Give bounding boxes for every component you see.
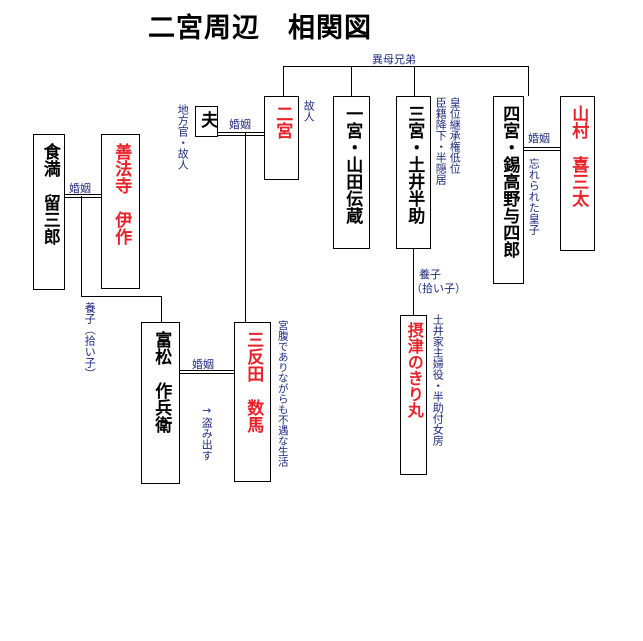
note-shinomiya: 忘れられた皇子	[527, 158, 541, 235]
label-adopted-kirimaru-1: 養子	[419, 268, 441, 281]
person-yamamura: 山村 喜三太	[560, 96, 595, 251]
person-shinomiya: 四宮・錫高野与四郎	[493, 96, 524, 284]
sibling-drop-shinomiya	[528, 66, 529, 96]
label-half-siblings: 異母兄弟	[372, 53, 416, 66]
note-tomimatsu: →盗み出す	[200, 404, 214, 461]
page-title: 二宮周辺 相関図	[148, 13, 372, 44]
marriage-line-shokuman-zenpouji-b	[64, 197, 101, 198]
person-sanpita: 三反田 数馬	[234, 322, 271, 482]
person-name: 三宮・土井半助	[404, 105, 425, 224]
person-ichinomiya: 一宮・山田伝蔵	[333, 96, 370, 249]
person-name: 摂津のきり丸	[404, 322, 424, 418]
sibling-drop-ninomiya	[283, 66, 284, 96]
note-kirimaru: 土井家主婦役・半助付女房	[431, 314, 445, 446]
person-name: 一宮・山田伝蔵	[342, 105, 363, 224]
person-kirimaru: 摂津のきり丸	[400, 315, 427, 475]
note-ninomiya: 故人	[302, 100, 316, 122]
person-name: 善法寺 伊作	[111, 143, 132, 245]
note-sannomiya-2: 臣籍降下・半隠居	[434, 97, 448, 185]
label-marriage-tomimatsu-sanpita: 婚姻	[192, 358, 214, 371]
siblings-bar	[283, 66, 529, 67]
person-tomimatsu: 富松 作兵衛	[141, 322, 180, 484]
marriage-line-tomimatsu-sanpita-a	[179, 370, 235, 371]
person-zenpouji: 善法寺 伊作	[101, 134, 140, 289]
line-sannomiya-to-kirimaru	[413, 249, 414, 316]
marriage-line-shinomiya-yamamura-b	[523, 150, 560, 151]
person-name: 富松 作兵衛	[151, 331, 172, 433]
sibling-drop-ichinomiya	[351, 66, 352, 96]
label-adopted-tomimatsu: 養子（拾い子）	[83, 302, 97, 379]
line-shokuman-adopt-drop	[161, 296, 162, 322]
person-shokuman: 食満 留三郎	[33, 134, 65, 290]
person-ninomiya: 二宮	[264, 96, 299, 180]
label-marriage-shokuman-zenpouji: 婚姻	[69, 182, 91, 195]
sibling-drop-sannomiya	[414, 66, 415, 96]
person-sannomiya: 三宮・土井半助	[396, 96, 431, 249]
marriage-line-otto-ninomiya-b	[217, 135, 264, 136]
label-adopted-kirimaru-2: （拾い子）	[411, 282, 466, 295]
line-shokuman-adopt-down	[81, 196, 82, 297]
person-name: 食満 留三郎	[39, 143, 60, 245]
line-shokuman-adopt-across	[81, 296, 162, 297]
marriage-line-tomimatsu-sanpita-b	[179, 373, 235, 374]
label-marriage-shinomiya-yamamura: 婚姻	[528, 132, 550, 145]
note-sanpita: 宮腹でありながらも不遇な生活	[276, 320, 289, 467]
person-name: 二宮	[272, 105, 293, 139]
person-otto: 夫	[195, 106, 218, 137]
marriage-line-otto-ninomiya-a	[217, 132, 264, 133]
person-name: 山村 喜三太	[568, 105, 589, 207]
label-marriage-otto-ninomiya: 婚姻	[229, 118, 251, 131]
line-ninomiya-to-sanpita	[245, 133, 246, 323]
marriage-line-shinomiya-yamamura-a	[523, 147, 560, 148]
person-name: 三反田 数馬	[243, 331, 264, 433]
marriage-line-shokuman-zenpouji-a	[64, 194, 101, 195]
note-otto: 地方官・故人	[176, 104, 190, 170]
person-name: 四宮・錫高野与四郎	[499, 105, 520, 258]
note-sannomiya-1: 皇位継承権低位	[448, 97, 462, 174]
person-name: 夫	[197, 111, 218, 128]
